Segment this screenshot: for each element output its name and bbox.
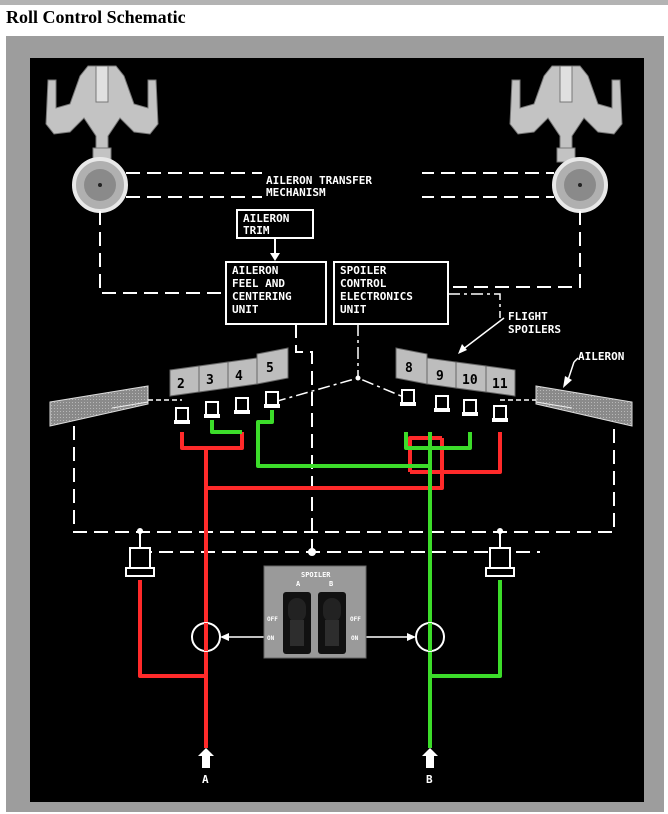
spoiler-number: 5 [266,361,274,376]
left-aileron-pcu [125,528,155,577]
spoiler-number: 9 [436,369,444,384]
svg-text:TRIM: TRIM [243,224,270,237]
svg-text:ON: ON [351,635,359,642]
svg-text:ON: ON [267,635,275,642]
right-aileron-pcu [485,528,515,577]
svg-text:SPOILERS: SPOILERS [508,323,561,336]
svg-text:SPOILER: SPOILER [340,264,387,277]
svg-text:AILERON: AILERON [232,264,278,277]
actuator-8 [401,389,415,405]
first-officer-yoke [509,65,623,163]
spoiler-panel-11 [485,365,516,397]
actuator-11 [493,405,507,421]
hydraulic-system-b-lines [210,410,502,748]
svg-text:FEEL AND: FEEL AND [232,277,285,290]
left-aileron [49,385,149,427]
right-spoiler-panels: 8 9 10 11 [395,347,516,397]
svg-text:CONTROL: CONTROL [340,277,387,290]
spoiler-control-electronics-unit-box: SPOILER CONTROL ELECTRONICS UNIT [333,261,449,325]
svg-text:AILERON TRANSFER: AILERON TRANSFER [266,174,372,187]
actuator-5 [265,391,279,407]
spoiler-panel-5 [256,347,289,385]
spoiler-a-switch[interactable] [283,592,311,654]
system-b-shutoff-valve [415,622,445,652]
first-officer-column-wheel [552,157,608,213]
captain-column-wheel [72,157,128,213]
linkage-node [355,375,361,381]
spoiler-number: 10 [462,373,478,388]
actuator-3 [205,401,219,417]
svg-text:UNIT: UNIT [340,303,367,316]
svg-text:CENTERING: CENTERING [232,290,292,303]
linkage-node [308,548,316,556]
hydraulic-system-a-lines [138,432,502,748]
spoiler-number: 2 [177,377,185,392]
system-a-shutoff-valve [191,622,221,652]
svg-text:A: A [296,580,301,588]
svg-text:OFF: OFF [267,616,278,623]
top-rule [0,0,668,5]
actuator-9 [435,395,449,411]
system-a-supply: A [198,748,214,786]
svg-text:FLIGHT: FLIGHT [508,310,548,323]
spoiler-actuators-left [175,391,279,423]
svg-text:B: B [426,773,433,786]
svg-text:ELECTRONICS: ELECTRONICS [340,290,413,303]
svg-text:A: A [202,773,209,786]
aileron-label: AILERON [563,350,624,388]
spoiler-number: 8 [405,361,413,376]
captain-yoke [45,65,159,163]
trim-arrow [270,238,280,261]
left-spoiler-panels: 2 3 4 5 [169,347,289,397]
actuator-caps-left [174,404,280,424]
actuator-10 [463,399,477,415]
actuator-4 [235,397,249,413]
flight-spoilers-label: FLIGHT SPOILERS [458,310,561,354]
spoiler-number: 3 [206,373,214,388]
svg-text:B: B [329,580,333,588]
actuator-2 [175,407,189,423]
aileron-feel-centering-unit-box: AILERON FEEL AND CENTERING UNIT [225,261,327,325]
aileron-transfer-mechanism-label: AILERON TRANSFER MECHANISM [262,172,422,199]
mechanical-linkages [73,172,615,553]
page-title: Roll Control Schematic [6,7,186,27]
svg-text:SPOILER: SPOILER [301,571,331,579]
system-b-supply: B [422,748,438,786]
svg-text:AILERON: AILERON [243,212,289,225]
spoiler-b-switch[interactable] [318,592,346,654]
svg-text:OFF: OFF [350,616,361,623]
spoiler-number: 11 [492,377,508,392]
actuator-caps-right [400,402,508,422]
svg-text:MECHANISM: MECHANISM [266,186,326,199]
switch-valve-arrows [220,633,416,641]
svg-text:UNIT: UNIT [232,303,259,316]
spoiler-number: 4 [235,369,243,384]
right-aileron [535,385,633,427]
spoiler-actuators-right [401,389,507,421]
svg-text:AILERON: AILERON [578,350,624,363]
aileron-trim-box: AILERON TRIM [236,209,314,239]
spoiler-switch-panel: SPOILER A B OFF ON OFF ON [263,565,367,659]
